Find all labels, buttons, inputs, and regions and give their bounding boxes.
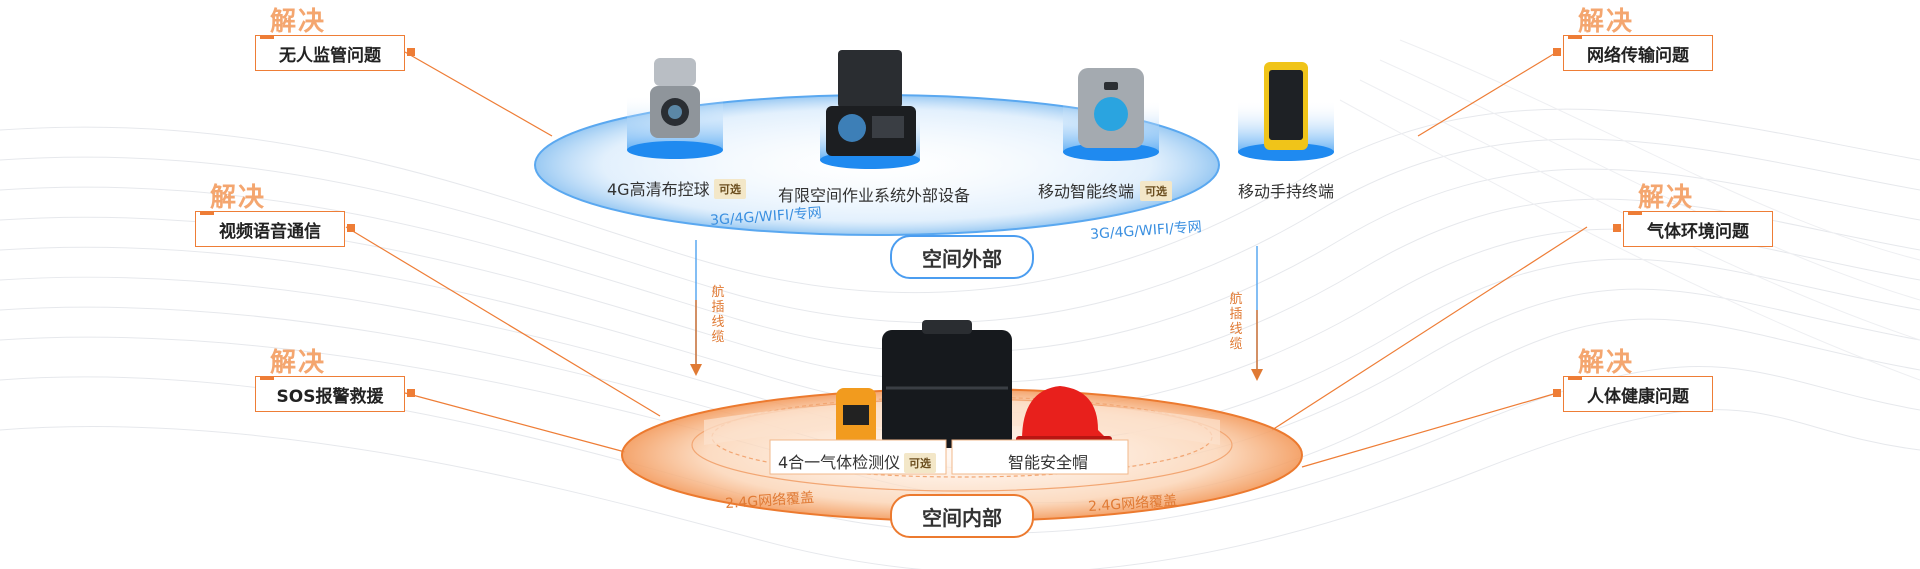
- callout-box: 人体健康问题: [1563, 375, 1713, 412]
- callout-kicker: 解决: [1638, 183, 1695, 213]
- cable-label-right: 航插线缆: [1229, 292, 1243, 352]
- callout-kicker: 解决: [1578, 348, 1635, 378]
- callout-box: 气体环境问题: [1623, 210, 1773, 247]
- callout-box: 视频语音通信: [195, 210, 345, 247]
- callout-dot: [1553, 389, 1561, 397]
- optional-tag: 可选: [714, 179, 746, 199]
- callout-dot: [407, 48, 415, 56]
- cable-label-left: 航插线缆: [711, 285, 725, 345]
- label-dome-camera: 4G高清布控球: [607, 180, 710, 199]
- label-safety-helmet: 智能安全帽: [1008, 453, 1089, 472]
- callout-kicker: 解决: [1578, 7, 1635, 37]
- inside-zone-label: 空间内部: [890, 494, 1034, 538]
- callout-kicker: 解决: [210, 183, 267, 213]
- callout-dot: [1613, 224, 1621, 232]
- callout-box: 无人监管问题: [255, 34, 405, 71]
- callout-box: 网络传输问题: [1563, 34, 1713, 71]
- inside-case-device: [882, 320, 1012, 448]
- equipment-case-device: [826, 50, 916, 156]
- connector-lines: [345, 51, 1588, 468]
- label-handheld: 移动手持终端: [1238, 182, 1335, 201]
- label-outer-equipment: 有限空间作业系统外部设备: [778, 186, 971, 205]
- callout-kicker: 解决: [270, 348, 327, 378]
- callout-box: SOS报警救援: [255, 375, 405, 412]
- callout-dot: [347, 224, 355, 232]
- label-gas-detector: 4合一气体检测仪: [778, 453, 901, 472]
- dome-camera-device: [650, 58, 700, 138]
- callout-dot: [1553, 48, 1561, 56]
- optional-tag: 可选: [1140, 181, 1172, 201]
- mobile-terminal-device: [1078, 68, 1144, 148]
- label-mobile-terminal: 移动智能终端: [1038, 182, 1135, 201]
- gas-detector-device: [836, 388, 876, 448]
- callout-dot: [407, 389, 415, 397]
- optional-tag: 可选: [904, 453, 936, 473]
- handheld-device: [1264, 62, 1308, 150]
- outside-zone-label: 空间外部: [890, 235, 1034, 279]
- callout-kicker: 解决: [270, 7, 327, 37]
